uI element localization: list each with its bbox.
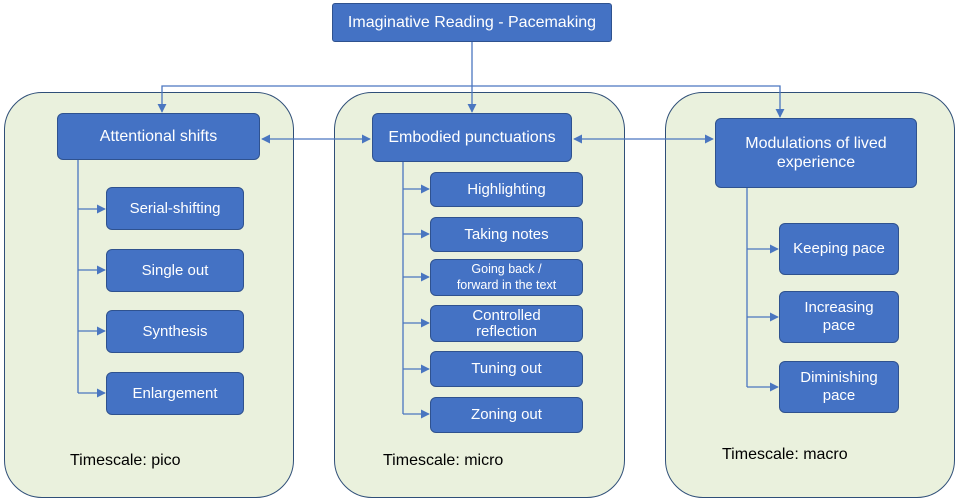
node-increasing-pace-text: Increasing pace (804, 299, 874, 334)
node-taking-notes-text: Taking notes (464, 225, 549, 243)
header-embodied-punctuations: Embodied punctuations (372, 113, 572, 162)
timescale-micro-label: Timescale: micro (383, 452, 504, 469)
timescale-macro-label: Timescale: macro (722, 446, 848, 463)
node-single-out: Single out (106, 249, 244, 292)
node-synthesis-text: Synthesis (142, 322, 208, 340)
node-going-back-forward: Going back / forward in the text (430, 259, 583, 296)
node-synthesis: Synthesis (106, 310, 244, 353)
node-keeping-pace: Keeping pace (779, 223, 899, 275)
node-serial-shifting: Serial-shifting (106, 187, 244, 230)
header-attentional-shifts-text: Attentional shifts (99, 127, 218, 145)
node-single-out-text: Single out (141, 261, 209, 279)
node-keeping-pace-text: Keeping pace (793, 240, 885, 257)
timescale-pico-label: Timescale: pico (70, 452, 181, 469)
node-tuning-out: Tuning out (430, 351, 583, 387)
node-highlighting-text: Highlighting (467, 180, 546, 198)
header-embodied-punctuations-text: Embodied punctuations (388, 128, 556, 146)
node-diminishing-pace: Diminishing pace (779, 361, 899, 413)
node-zoning-out: Zoning out (430, 397, 583, 433)
header-attentional-shifts: Attentional shifts (57, 113, 260, 160)
diagram-title: Imaginative Reading - Pacemaking (332, 3, 612, 42)
node-controlled-reflection-text: Controlled reflection (472, 306, 541, 340)
node-diminishing-pace-text: Diminishing pace (800, 369, 878, 404)
node-zoning-out-text: Zoning out (471, 406, 542, 423)
node-enlargement-text: Enlargement (132, 384, 218, 402)
node-tuning-out-text: Tuning out (471, 360, 542, 377)
node-controlled-reflection: Controlled reflection (430, 305, 583, 342)
node-increasing-pace: Increasing pace (779, 291, 899, 343)
node-highlighting: Highlighting (430, 172, 583, 207)
header-modulations-text: Modulations of lived experience (745, 134, 887, 171)
connector-title-right (472, 85, 785, 118)
node-taking-notes: Taking notes (430, 217, 583, 252)
header-modulations-lived-experience: Modulations of lived experience (715, 118, 917, 188)
node-serial-shifting-text: Serial-shifting (129, 199, 221, 217)
node-enlargement: Enlargement (106, 372, 244, 415)
node-going-back-forward-text: Going back / forward in the text (456, 261, 557, 292)
diagram-title-text: Imaginative Reading - Pacemaking (347, 13, 597, 31)
connector-title-left (157, 85, 472, 113)
